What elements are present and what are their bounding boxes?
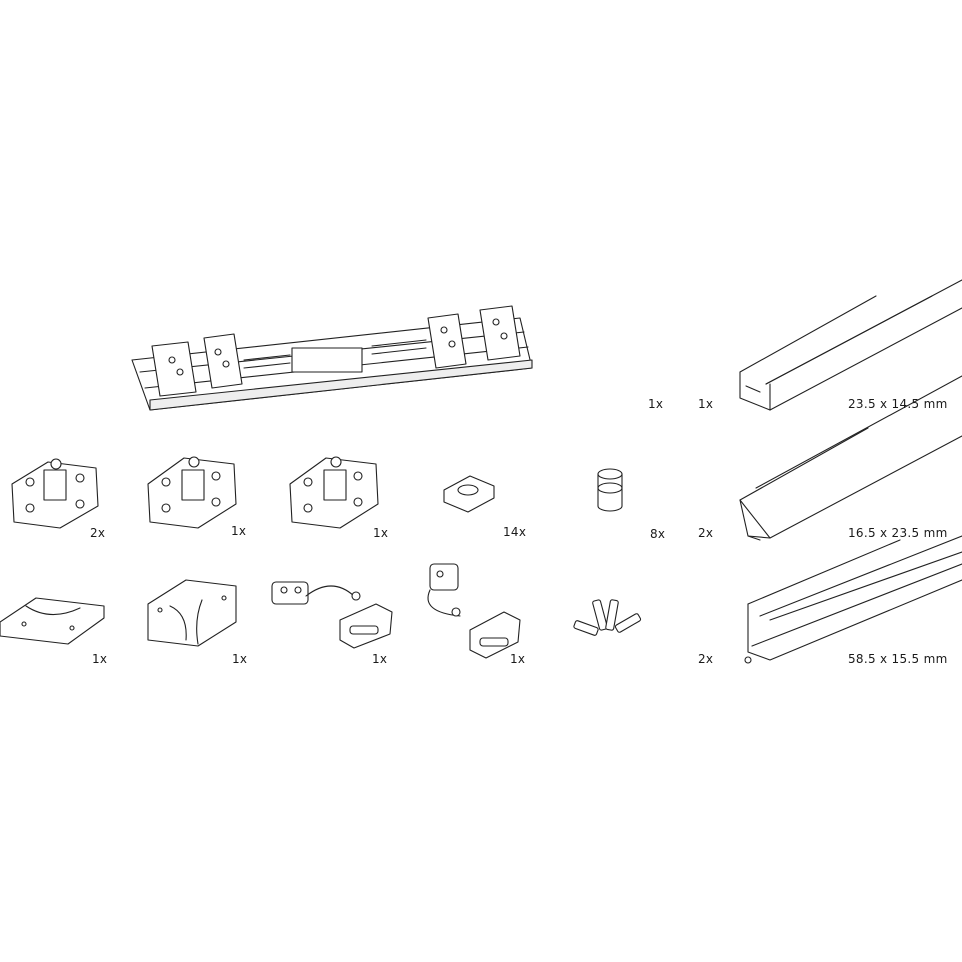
qty-label-roller-double: 2x — [90, 526, 106, 540]
qty-label-rail-b: 2x — [698, 526, 714, 540]
bracket-plate-a-drawing — [0, 597, 105, 645]
dims-label-rail-a: 23.5 x 14.5 mm — [848, 397, 948, 411]
qty-label-clip: 14x — [503, 525, 527, 539]
roller-set-double-drawing — [11, 458, 99, 529]
qty-label-end-stop: 8x — [650, 527, 666, 541]
qty-label-bracket-a: 1x — [92, 652, 108, 666]
rail-profile-b-drawing — [739, 375, 962, 541]
guide-arm-b-drawing — [427, 563, 521, 659]
bracket-plate-b-drawing — [147, 579, 237, 647]
qty-label-rail-c: 2x — [698, 652, 714, 666]
dims-label-rail-b: 16.5 x 23.5 mm — [848, 526, 948, 540]
qty-label-guide-arm-a: 1x — [372, 652, 388, 666]
guide-arm-a-drawing — [271, 581, 393, 649]
qty-label-bracket-b: 1x — [232, 652, 248, 666]
clip-drawing — [443, 475, 495, 513]
qty-label-track-carriage: 1x — [648, 397, 664, 411]
rail-profile-a-drawing — [739, 279, 962, 411]
end-stop-drawing — [597, 468, 623, 512]
dims-label-rail-c: 58.5 x 15.5 mm — [848, 652, 948, 666]
track-carriage-drawing — [131, 305, 533, 411]
qty-label-roller-single-b: 1x — [373, 526, 389, 540]
roller-set-single-a-drawing — [147, 456, 237, 529]
qty-label-rail-a: 1x — [698, 397, 714, 411]
rail-profile-c-drawing — [744, 535, 962, 664]
qty-label-guide-arm-b: 1x — [510, 652, 526, 666]
qty-label-roller-single-a: 1x — [231, 524, 247, 538]
roller-set-single-b-drawing — [289, 456, 379, 529]
screw-set-drawing — [573, 599, 642, 636]
